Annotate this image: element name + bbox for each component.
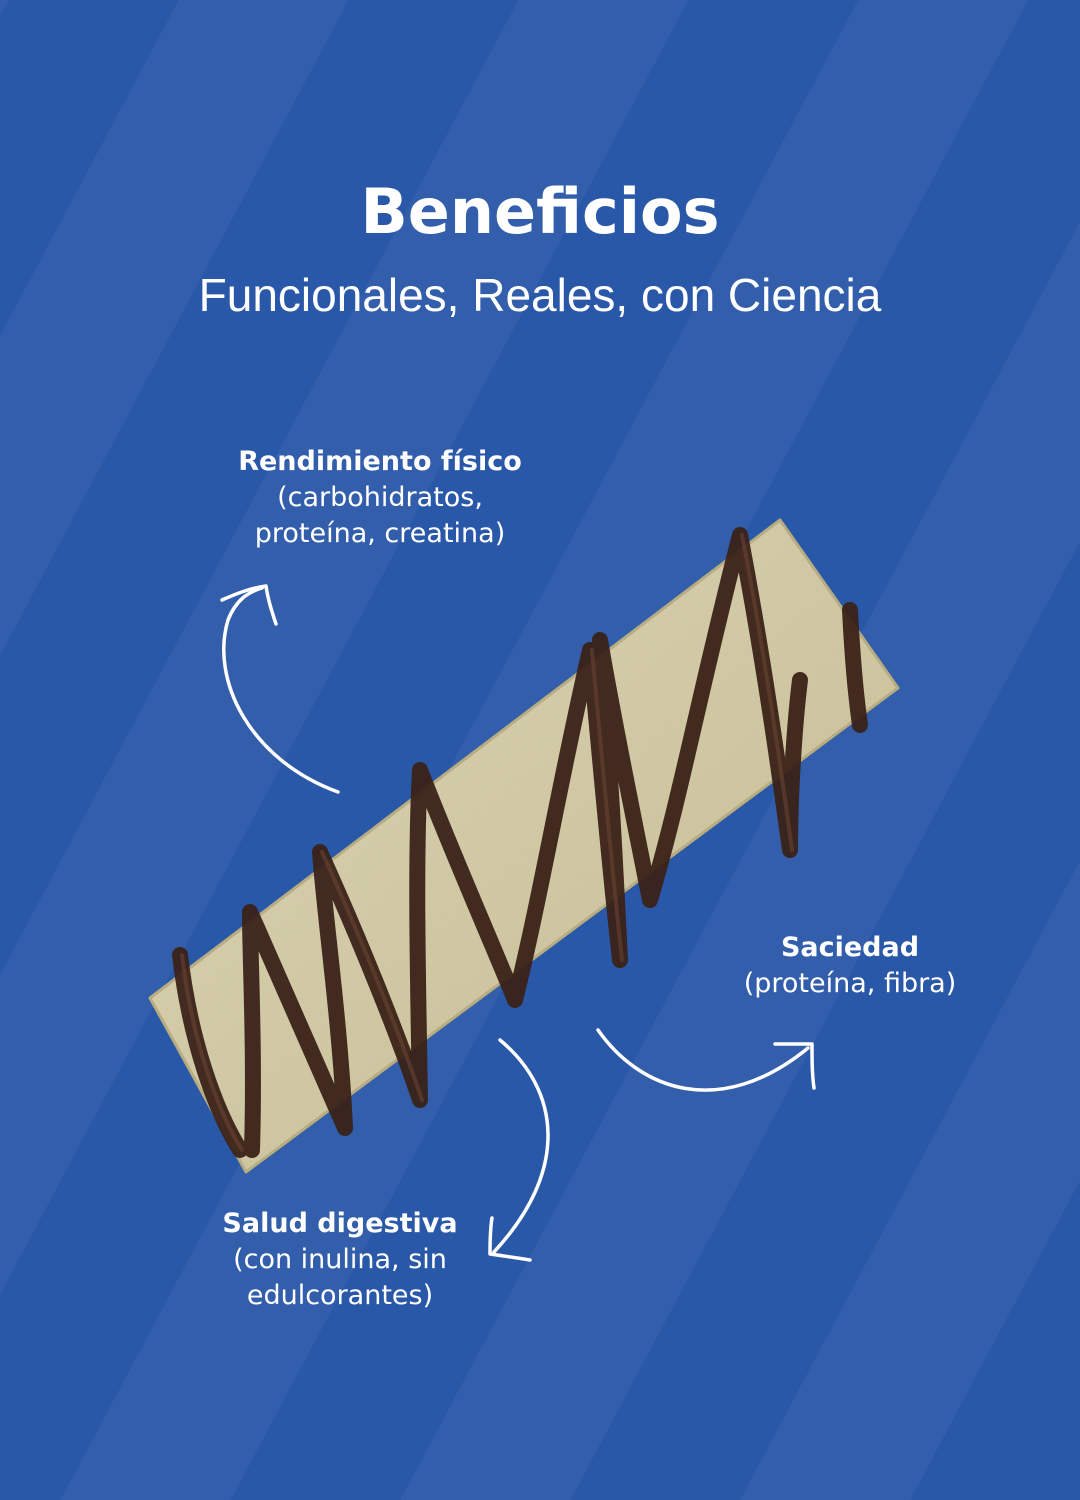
curved-arrow-icon bbox=[220, 584, 340, 794]
benefit-detail: proteína, creatina) bbox=[254, 518, 506, 549]
benefit-detail: (con inulina, sin bbox=[233, 1244, 447, 1275]
benefit-saciedad: Saciedad (proteína, fibra) bbox=[710, 930, 990, 1002]
page-subtitle: Funcionales, Reales, con Ciencia bbox=[198, 269, 882, 321]
page-title: Beneficios bbox=[360, 175, 720, 248]
benefit-salud-digestiva: Salud digestiva (con inulina, sin edulco… bbox=[180, 1206, 500, 1314]
benefit-detail: (carbohidratos, bbox=[277, 482, 483, 513]
curved-arrow-icon bbox=[596, 1028, 816, 1092]
benefit-detail: edulcorantes) bbox=[246, 1280, 434, 1311]
benefit-title: Saciedad bbox=[780, 932, 920, 963]
benefit-rendimiento-fisico: Rendimiento físico (carbohidratos, prote… bbox=[200, 444, 560, 552]
curved-arrow-icon bbox=[488, 1038, 550, 1262]
benefit-title: Salud digestiva bbox=[222, 1208, 458, 1239]
chocolate-drizzle bbox=[172, 527, 868, 1158]
benefit-detail: (proteína, fibra) bbox=[743, 968, 957, 999]
benefit-title: Rendimiento físico bbox=[238, 446, 522, 477]
